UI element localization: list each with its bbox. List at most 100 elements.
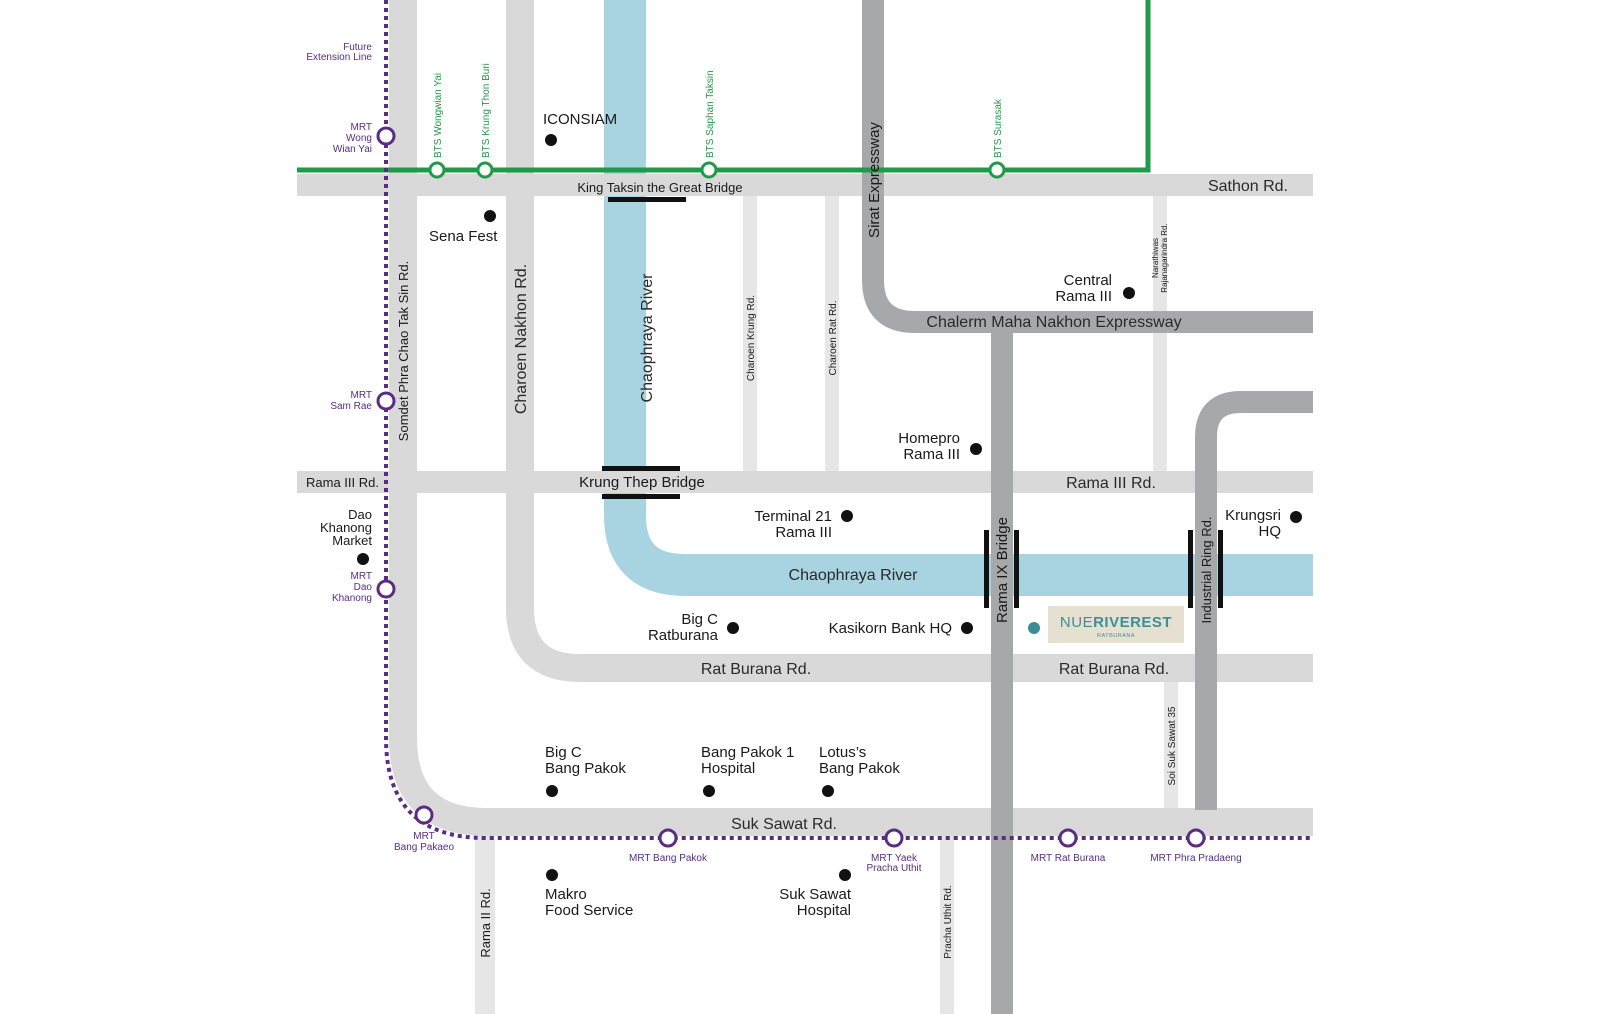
mrt-labels: Future Extension Line MRT Wong Wian Yai … [306,42,1241,874]
label-charoen-krung: Charoen Krung Rd. [746,295,757,381]
dot-central-rama3 [1123,287,1135,299]
dot-project [1028,622,1040,634]
label-mrt-sam-rae-1: MRT [351,390,372,401]
project-logo-nue: NUE [1060,614,1093,631]
label-makro-1: Makro [545,886,587,903]
project-logo-sub: RATBURANA [1097,633,1135,639]
label-homepro-2: Rama III [903,446,960,463]
label-rat-burana-2: Rat Burana Rd. [1059,661,1169,678]
project-logo-bg [1048,606,1184,643]
road-sirat-expressway [862,0,1313,333]
river-shape [604,0,1313,596]
label-pracha-uthit: Pracha Uthit Rd. [943,885,954,958]
dot-lotus [822,785,834,797]
label-terminal21-1: Terminal 21 [754,508,832,525]
label-mrt-bang-pakok: MRT Bang Pakok [629,853,708,864]
label-industrial-ring: Industrial Ring Rd. [1199,517,1214,624]
label-rama2: Rama II Rd. [478,888,493,957]
label-sirat-expressway: Sirat Expressway [866,122,883,238]
bts-station-surasak [988,161,1006,179]
label-sathon: Sathon Rd. [1208,178,1288,195]
label-mrt-sam-rae-2: Sam Rae [330,401,372,412]
label-rama3-left: Rama III Rd. [306,475,379,490]
label-iconsiam: ICONSIAM [543,111,617,128]
bts-stations [428,161,1006,179]
industrial-ring-bridge-left [1188,530,1193,608]
label-bts-surasak: BTS Surasak [993,98,1004,158]
road-charoen-nakhon [506,0,1313,682]
label-krungsri-2: HQ [1259,523,1282,540]
dot-makro [546,869,558,881]
krung-thep-bridge-top [602,466,680,471]
landmark-labels: ICONSIAM Sena Fest Central Rama III Home… [320,111,1281,919]
mrt-station-sam-rae [376,391,396,411]
label-chalerm-maha-nakhon: Chalerm Maha Nakhon Expressway [926,314,1181,331]
label-bigc-bangpakok-1: Big C [545,744,582,761]
project-logo: NUERIVEREST RATBURANA [1048,606,1184,643]
label-dao-khanong-market-2: Khanong [320,520,372,535]
label-bts-saphan-taksin: BTS Saphan Taksin [705,70,716,158]
label-bigc-ratburana-2: Ratburana [648,627,719,644]
bts-labels: BTS Wongwian Yai BTS Krung Thon Buri BTS… [433,63,1004,158]
label-mrt-dao-khanong-2: Dao [354,582,373,593]
dot-krungsri [1290,511,1302,523]
project-logo-riverest: RIVEREST [1093,614,1172,631]
label-lotus-2: Bang Pakok [819,760,900,777]
label-mrt-bang-pakaeo-2: Bang Pakaeo [394,842,454,853]
label-dao-khanong-market-1: Dao [348,507,372,522]
mrt-line [376,0,1313,848]
label-central-1: Central [1064,272,1112,289]
dot-suksawat-hospital [839,869,851,881]
label-mrt-yaek-2: Pracha Uthit [866,863,921,874]
landmark-dots [357,134,1302,881]
label-bigc-bangpakok-2: Bang Pakok [545,760,626,777]
king-taksin-bridge [608,197,686,202]
label-mrt-dao-khanong-1: MRT [351,571,372,582]
label-narathiwas-1: Narathiwas [1151,238,1160,278]
label-krung-thep-bridge: Krung Thep Bridge [579,474,705,491]
road-industrial-ring [1195,391,1313,810]
bts-station-saphan-taksin [700,161,718,179]
label-future-ext-2: Extension Line [306,52,372,63]
label-mrt-bang-pakaeo-1: MRT [413,831,434,842]
dot-bangpakok1-hospital [703,785,715,797]
label-river-vertical: Chaophraya River [639,273,656,403]
label-king-taksin-bridge: King Taksin the Great Bridge [577,180,742,195]
label-krungsri-1: Krungsri [1225,507,1281,524]
label-rama9-bridge: Rama IX Bridge [994,517,1011,623]
label-mrt-wong-wian-yai-3: Wian Yai [333,144,372,155]
river-labels: Chaophraya River Chaophraya River [639,273,918,584]
label-makro-2: Food Service [545,902,633,919]
bts-track [297,0,1151,173]
label-homepro-1: Homepro [898,430,960,447]
rama9-bridge-left [984,530,989,608]
expressways [862,0,1313,1014]
mrt-track [384,0,1313,840]
label-bts-krung-thon-buri: BTS Krung Thon Buri [481,63,492,158]
label-mrt-wong-wian-yai-1: MRT [351,122,372,133]
label-future-ext-1: Future [343,42,372,53]
mrt-station-rat-burana [1058,828,1078,848]
project-logo-name: NUERIVEREST [1060,614,1172,631]
minor-roads [475,180,1178,1014]
label-mrt-phra-pradaeng: MRT Phra Pradaeng [1150,853,1241,864]
label-sena-fest: Sena Fest [429,228,498,245]
label-terminal21-2: Rama III [775,524,832,541]
krung-thep-bridge-bottom [602,494,680,499]
mrt-station-wong-wian-yai [376,126,396,146]
mrt-station-yaek-pracha-uthit [884,828,904,848]
label-rama3-right: Rama III Rd. [1066,475,1156,492]
mrt-stations [376,126,1206,848]
label-mrt-rat-burana: MRT Rat Burana [1031,853,1106,864]
label-somdet: Somdet Phra Chao Tak Sin Rd. [396,261,411,441]
label-bangpakok1-1: Bang Pakok 1 [701,744,794,761]
label-bts-wongwian-yai: BTS Wongwian Yai [433,73,444,158]
label-mrt-yaek-1: MRT Yaek [871,853,918,864]
bts-station-krung-thon-buri [476,161,494,179]
label-charoen-nakhon: Charoen Nakhon Rd. [513,264,530,414]
label-mrt-dao-khanong-3: Khanong [332,593,372,604]
label-central-2: Rama III [1055,288,1112,305]
mrt-station-bang-pakok [658,828,678,848]
rama9-bridge-right [1014,530,1019,608]
